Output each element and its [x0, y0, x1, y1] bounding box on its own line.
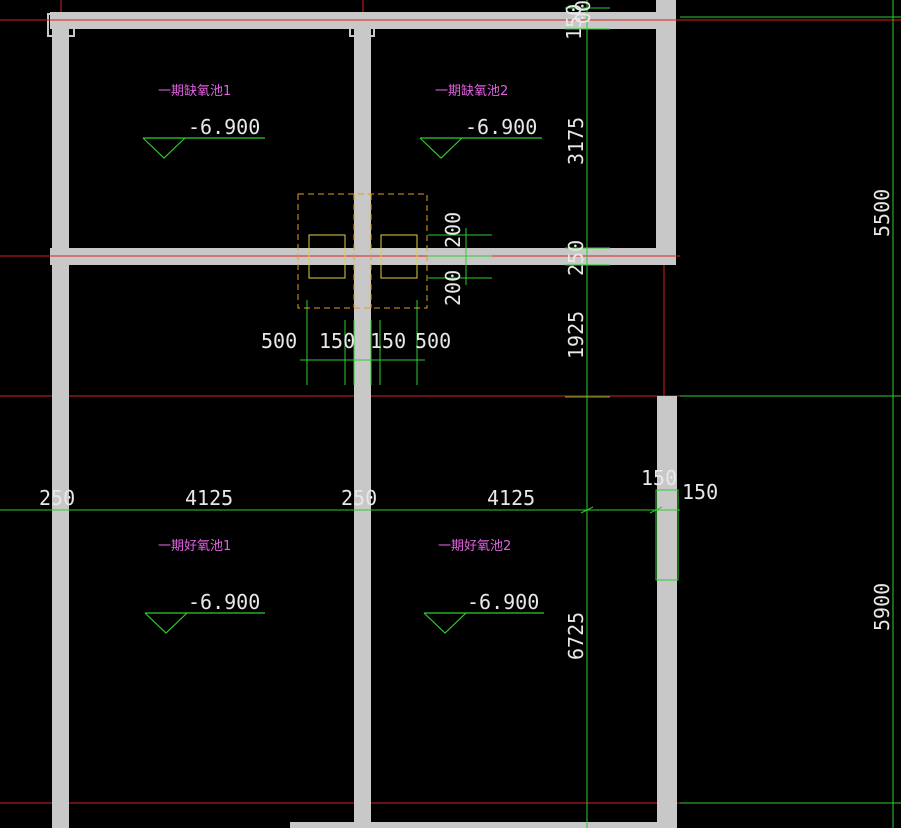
wall-centre-lines [0, 19, 901, 257]
dim-label: 1925 [564, 311, 588, 359]
dim-label: 150 [562, 4, 586, 40]
dim-label: 250 [39, 486, 75, 510]
level-marker [419, 137, 542, 159]
dim-box [655, 489, 679, 581]
dim-label: 6725 [564, 612, 588, 660]
column-footing [297, 193, 428, 309]
dim-label: 00 [571, 0, 595, 24]
level-value: -6.900 [465, 115, 537, 139]
level-markers [142, 137, 544, 634]
dim-label: 200 [441, 270, 465, 306]
dim-label: 150 [682, 480, 718, 504]
level-value: -6.900 [188, 115, 260, 139]
wall-corner-gap [47, 13, 75, 37]
dim-tick [580, 506, 594, 514]
dim-label: 250 [341, 486, 377, 510]
wall-left [52, 12, 69, 828]
room-label-anoxic-2: 一期缺氧池2 [435, 84, 508, 99]
dim-label: 200 [441, 212, 465, 248]
level-value: -6.900 [188, 590, 260, 614]
footing-inner [380, 234, 418, 279]
wall-center [354, 12, 371, 828]
dim-tick [649, 506, 663, 514]
room-label-aerobic-1: 一期好氧池1 [158, 539, 231, 554]
wall-corner-gap [349, 13, 375, 37]
level-marker [142, 137, 265, 159]
level-marker [144, 612, 265, 634]
room-label-aerobic-2: 一期好氧池2 [438, 539, 511, 554]
dim-label: 150 [641, 466, 677, 490]
level-marker [423, 612, 544, 634]
dim-label: 500 [415, 329, 451, 353]
footing-outline [297, 193, 428, 309]
wall-bottom-strip [290, 822, 670, 828]
dim-label: 4125 [185, 486, 233, 510]
wall-cuts [47, 13, 375, 37]
wall-right-lower [657, 396, 677, 828]
dim-label: 3175 [564, 117, 588, 165]
dim-label: 150 [370, 329, 406, 353]
dim-label: 5900 [870, 583, 894, 631]
dim-label: 150 [319, 329, 355, 353]
dim-label: 5500 [870, 189, 894, 237]
room-label-anoxic-1: 一期缺氧池1 [158, 84, 231, 99]
wall-top-stub [656, 0, 676, 16]
footing-inner [308, 234, 346, 279]
level-value: -6.900 [467, 590, 539, 614]
wall-right-upper [656, 0, 676, 265]
dim-label: 250 [564, 240, 588, 276]
dim-label: 500 [261, 329, 297, 353]
dim-label: 4125 [487, 486, 535, 510]
